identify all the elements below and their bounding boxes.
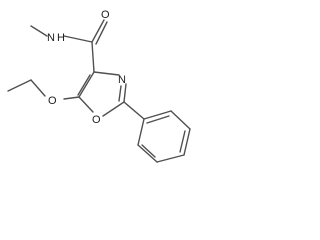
bond-ph-inner-2 xyxy=(179,130,186,153)
bond-ph-3 xyxy=(183,128,191,156)
atom-amide-h: H xyxy=(57,32,65,44)
bond-ethero-ch2 xyxy=(30,79,46,97)
bond-n3-c2-inner xyxy=(118,85,122,102)
bond-methyl-n xyxy=(30,25,48,37)
bond-c2-phenyl xyxy=(123,101,145,120)
bond-ph-6 xyxy=(137,118,145,146)
bond-ph-1 xyxy=(143,110,172,120)
atom-carbonyl-o: O xyxy=(101,9,110,21)
bond-o1-c5 xyxy=(78,96,94,113)
bond-c4-c5-inner xyxy=(77,74,91,96)
bond-c4-c5 xyxy=(78,71,95,98)
bond-carbonyl-o-1 xyxy=(91,19,105,43)
molecule-canvas: N H O N O O xyxy=(0,0,214,164)
bond-ph-5 xyxy=(137,144,158,163)
bond-carbonyl-c4 xyxy=(91,41,95,73)
bond-c4-n3 xyxy=(93,71,120,76)
bond-ph-inner-1 xyxy=(146,115,170,124)
bonds xyxy=(7,19,191,163)
structure-diagram: N H O N O O xyxy=(7,9,191,163)
bond-c5-ethero xyxy=(63,96,80,100)
bond-ph-4 xyxy=(156,154,185,163)
bond-ph-2 xyxy=(170,110,191,130)
atom-ring-o: O xyxy=(92,114,101,126)
bond-c2-o1 xyxy=(102,101,125,117)
bond-n-carbonyl xyxy=(63,35,93,43)
atom-ether-o: O xyxy=(48,95,57,107)
atom-ring-n: N xyxy=(118,74,126,86)
bond-n3-c2 xyxy=(123,83,127,103)
bond-ph-inner-3 xyxy=(141,144,156,158)
atom-amide-n: N xyxy=(47,32,55,44)
atom-labels: N H O N O O xyxy=(47,9,126,126)
bond-ch2-ch3 xyxy=(7,79,32,92)
bond-carbonyl-o-2 xyxy=(95,21,108,45)
